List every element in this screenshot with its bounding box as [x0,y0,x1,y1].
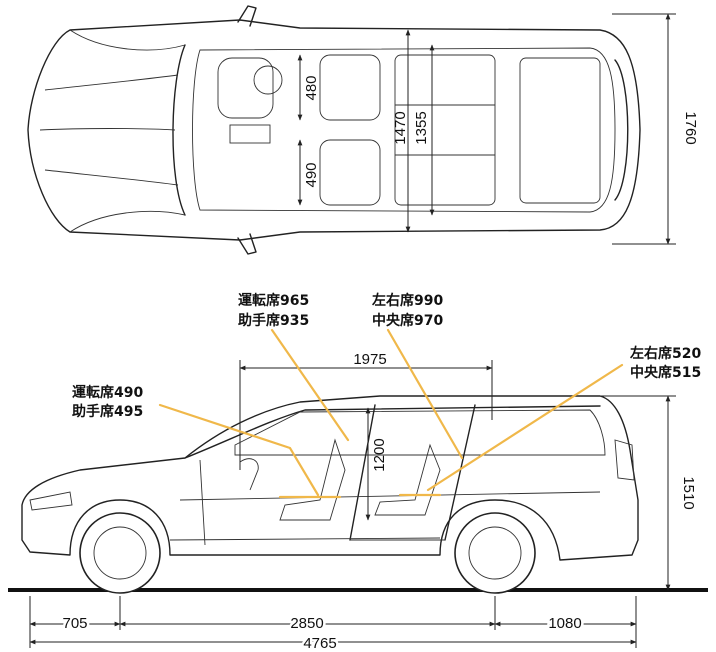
side-window-frame [234,409,606,456]
side-headlight [29,491,73,511]
top-tail [614,59,629,201]
label-second-hip-2: 中央席515 [630,364,701,381]
top-front-seat-right [319,139,381,206]
top-hood-line-1 [69,29,186,51]
label-second-head-1: 左右席990 [371,292,443,309]
top-hood-crease-2 [44,169,179,186]
top-cabin-outline [192,47,616,213]
side-window-line [184,405,601,459]
dim-front-overhang: 705 [62,615,87,632]
top-steering-area [217,57,274,119]
side-steering [239,458,259,491]
top-front-seat-left [319,54,381,121]
leader-front-hip [158,403,320,497]
top-body-outline [27,19,641,241]
leader-front-head [270,328,350,442]
dim-wheelbase: 2850 [290,615,323,632]
dim-seat-width-driver: 480 [303,75,320,100]
top-rear-bench [394,54,496,206]
dim-overall-height: 1510 [680,476,697,509]
dim-rear-overhang: 1080 [548,615,581,632]
dim-cabin-width-rear: 1355 [413,111,430,144]
leader-second-head [386,328,464,460]
side-door-line [199,459,445,546]
dim-overall-length: 4765 [303,635,336,652]
side-body-outline [21,395,639,561]
top-console [229,124,271,144]
label-front-head-1: 運転席965 [238,292,309,309]
side-front-rim [93,526,147,580]
side-front-seat [279,438,346,521]
side-rear-seat [374,443,441,516]
side-b-pillar [349,404,376,541]
top-hood-center [39,128,176,131]
leader-second-hip [426,363,624,492]
side-front-wheel [79,512,161,594]
side-belt-line [179,491,601,501]
dim-seat-width-passenger: 490 [303,162,320,187]
side-taillight [614,439,635,481]
label-front-hip-2: 助手席495 [72,403,143,420]
top-mirror-left [237,5,257,27]
top-view: 480 490 1470 1355 1760 [27,5,699,255]
side-sill [169,537,441,541]
side-view: 1975 1200 1510 705 2850 1080 4765 運転席965… [8,292,708,652]
side-c-pillar [444,404,476,541]
label-second-head-2: 中央席970 [372,312,443,329]
top-steering-wheel [253,65,283,95]
top-cargo-area [519,57,601,204]
dim-interior-height: 1200 [371,438,388,471]
dim-cabin-length: 1975 [353,351,386,368]
side-rear-wheel [454,512,536,594]
top-hood-line-2 [69,210,186,233]
label-front-head-2: 助手席935 [238,312,309,329]
top-mirror-right [237,233,257,255]
label-second-hip-1: 左右席520 [629,345,701,362]
dim-overall-width: 1760 [682,111,699,144]
top-hood-crease-1 [44,74,179,91]
label-front-hip-1: 運転席490 [72,384,143,401]
side-rear-rim [468,526,522,580]
dim-cabin-width-front: 1470 [392,111,409,144]
